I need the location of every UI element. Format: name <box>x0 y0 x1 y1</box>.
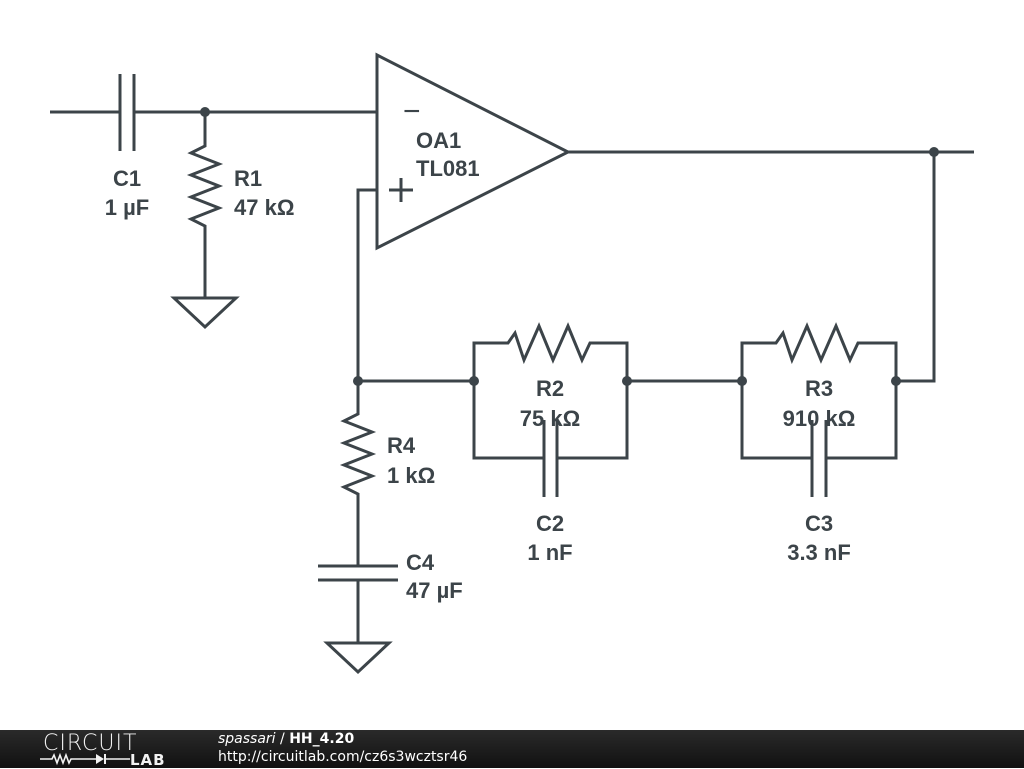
r3-ref-label: R3 <box>805 376 833 401</box>
wire-feedback <box>896 152 936 383</box>
c4-value-label: 47 µF <box>406 578 463 603</box>
oa1-ref-label: OA1 <box>416 128 461 153</box>
logo-text-bottom: LAB <box>130 751 166 769</box>
c2-ref-label: C2 <box>536 511 564 536</box>
c3-value-label: 3.3 nF <box>787 540 851 565</box>
resistor-r3[interactable] <box>740 322 898 381</box>
r3-value-label: 910 kΩ <box>783 406 856 431</box>
logo-text-top: CIRCUIT <box>43 731 138 756</box>
r4-value-label: 1 kΩ <box>387 463 435 488</box>
junction-node <box>469 376 479 386</box>
resistor-r1[interactable] <box>186 112 224 298</box>
resistor-r2[interactable] <box>472 322 629 381</box>
r2-value-label: 75 kΩ <box>520 406 580 431</box>
project-name[interactable]: HH_4.20 <box>289 731 355 747</box>
capacitor-c3[interactable] <box>740 381 898 497</box>
capacitor-c2[interactable] <box>472 381 629 497</box>
author-name[interactable]: spassari <box>218 731 276 747</box>
oa1-value-label: TL081 <box>416 156 480 181</box>
capacitor-c4[interactable] <box>318 564 398 643</box>
r1-value-label: 47 kΩ <box>234 195 294 220</box>
schematic-canvas: C1 1 µF R1 47 kΩ − OA1 TL081 R2 75 kΩ C2… <box>50 52 974 675</box>
resistor-r4[interactable] <box>339 381 377 566</box>
wire-noninverting-input <box>356 188 377 381</box>
ground-icon <box>170 296 240 330</box>
footer-title: spassari / HH_4.20 <box>218 731 354 747</box>
circuitlab-logo[interactable]: CIRCUIT LAB <box>40 731 180 769</box>
inverting-pin-symbol: − <box>403 95 421 128</box>
title-separator: / <box>275 731 290 747</box>
footer-bar: CIRCUIT LAB spassari / HH_4.20 http://ci… <box>0 730 1024 769</box>
c4-ref-label: C4 <box>406 550 435 575</box>
ground-icon <box>323 641 393 675</box>
r2-ref-label: R2 <box>536 376 564 401</box>
r1-ref-label: R1 <box>234 166 262 191</box>
opamp-oa1[interactable] <box>375 52 572 251</box>
junction-node <box>891 376 901 386</box>
junction-node <box>737 376 747 386</box>
project-url-link[interactable]: http://circuitlab.com/cz6s3wcztsr46 <box>218 749 468 765</box>
c1-ref-label: C1 <box>113 166 141 191</box>
c3-ref-label: C3 <box>805 511 833 536</box>
resistor-diode-icon <box>40 752 130 766</box>
capacitor-c1[interactable] <box>50 74 205 151</box>
c1-value-label: 1 µF <box>105 195 149 220</box>
c2-value-label: 1 nF <box>527 540 572 565</box>
r4-ref-label: R4 <box>387 433 416 458</box>
